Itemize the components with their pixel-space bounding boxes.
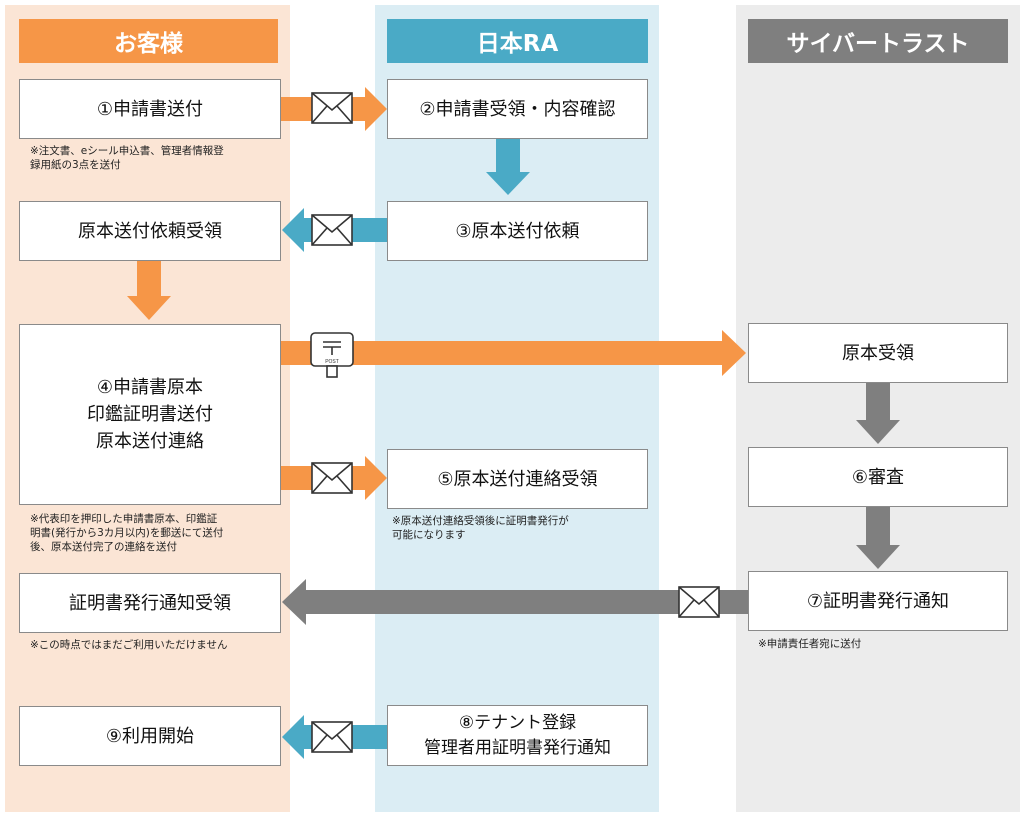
step-4-send-originals: ④申請書原本 印鑑証明書送付 原本送付連絡 xyxy=(19,324,281,505)
postbox-icon: POST xyxy=(310,332,354,378)
step-original-received: 原本受領 xyxy=(748,323,1008,383)
step-3-request-originals: ③原本送付依頼 xyxy=(387,201,648,261)
step-7-receive-notice: 証明書発行通知受領 xyxy=(19,573,281,633)
envelope-icon xyxy=(311,462,353,494)
step-3-receive-request: 原本送付依頼受領 xyxy=(19,201,281,261)
step-8-tenant-registration: ⑧テナント登録 管理者用証明書発行通知 xyxy=(387,705,648,766)
note-step-5: ※原本送付連絡受領後に証明書発行が 可能になります xyxy=(392,515,569,541)
arrow-receive-to-4 xyxy=(127,260,171,320)
note-step-1: ※注文書、eシール申込書、管理者情報登 録用紙の3点を送付 xyxy=(30,145,224,171)
note-step-7: ※申請責任者宛に送付 xyxy=(758,638,862,650)
step-6-review: ⑥審査 xyxy=(748,447,1008,507)
note-step-4: ※代表印を押印した申請書原本、印鑑証 明書(発行から3カ月以内)を郵送にて送付 … xyxy=(30,513,224,553)
cybertrust-lane-header: サイバートラスト xyxy=(748,19,1008,63)
arrow-2-to-3 xyxy=(486,138,530,195)
step-9-start-use: ⑨利用開始 xyxy=(19,706,281,766)
arrow-7-to-customer xyxy=(282,579,750,625)
envelope-icon xyxy=(311,92,353,124)
step-5-receive-notice: ⑤原本送付連絡受領 xyxy=(387,449,648,509)
envelope-icon xyxy=(678,586,720,618)
postbox-label: POST xyxy=(325,359,339,365)
envelope-icon xyxy=(311,214,353,246)
arrow-original-to-6 xyxy=(856,381,900,444)
customer-lane-header: お客様 xyxy=(19,19,278,63)
ra-lane-header: 日本RA xyxy=(387,19,648,63)
note-step-7-receive: ※この時点ではまだご利用いただけません xyxy=(30,639,228,651)
step-7-issue-notice: ⑦証明書発行通知 xyxy=(748,571,1008,631)
step-2-receive-and-check: ②申請書受領・内容確認 xyxy=(387,79,648,139)
envelope-icon xyxy=(311,721,353,753)
arrow-6-to-7 xyxy=(856,506,900,569)
arrow-4-to-original-receive xyxy=(280,330,746,376)
step-1-send-application: ①申請書送付 xyxy=(19,79,281,139)
